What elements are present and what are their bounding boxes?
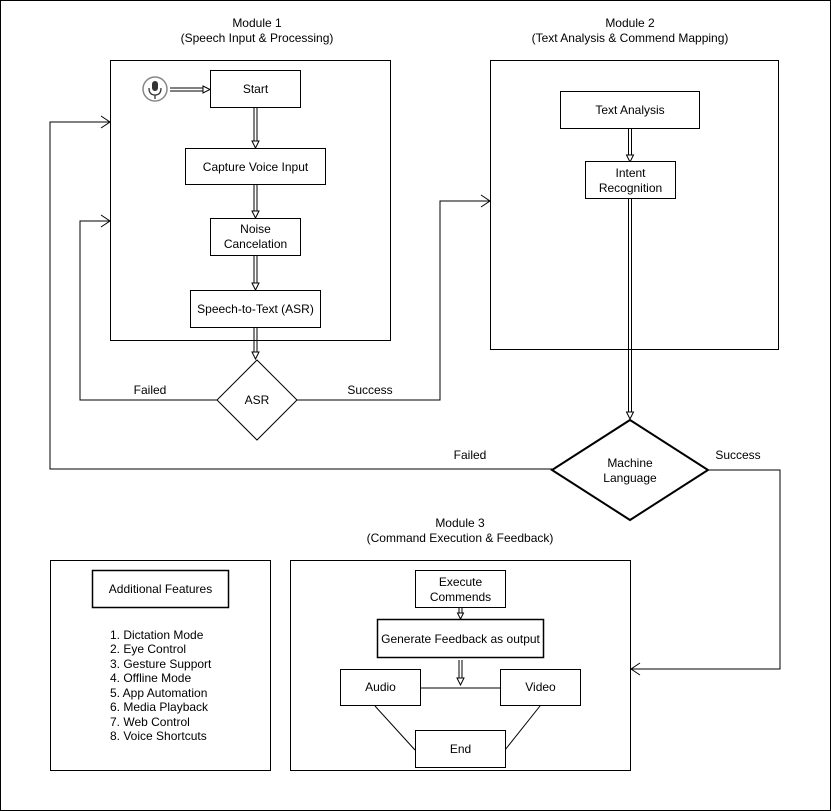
module3-container <box>290 560 631 771</box>
intent-to-machine-arrow <box>625 199 635 421</box>
module2-subtitle: (Text Analysis & Commend Mapping) <box>532 31 729 45</box>
audio-label: Audio <box>365 680 396 694</box>
speech-to-text-label: Speech-to-Text (ASR) <box>197 302 314 316</box>
feature-item: 2. Eye Control <box>110 642 186 656</box>
additional-features-title-box <box>91 569 230 609</box>
capture-voice-node <box>185 148 326 185</box>
module3-subtitle: (Command Execution & Feedback) <box>367 531 554 545</box>
module1-container <box>110 60 391 341</box>
machine-success-label: Success <box>715 448 760 462</box>
feature-item: 7. Web Control <box>110 715 190 729</box>
features-list: 1. Dictation Mode 2. Eye Control 3. Gest… <box>110 628 212 743</box>
video-to-end-line <box>504 705 541 751</box>
feedback-to-output-arrow <box>456 660 465 687</box>
module1-subtitle: (Speech Input & Processing) <box>181 31 334 45</box>
asr-decision-node <box>216 359 298 441</box>
module2-container <box>490 60 779 350</box>
module1-title: Module 1 <box>232 16 282 30</box>
machine-failed-connector <box>49 115 552 470</box>
generate-feedback-node <box>376 618 545 659</box>
noise-to-asr-arrow <box>251 256 260 292</box>
execute-label-line2: Commends <box>430 590 491 604</box>
feature-item: 6. Media Playback <box>110 700 209 714</box>
video-label: Video <box>525 680 556 694</box>
intent-label-line2: Recognition <box>599 181 662 195</box>
end-label: End <box>450 742 471 756</box>
audio-node <box>340 669 421 706</box>
start-label: Start <box>243 82 269 96</box>
asr-decision-label: ASR <box>245 393 270 407</box>
intent-label-line1: Intent <box>615 166 646 180</box>
execute-to-feedback-arrow <box>456 608 465 621</box>
additional-features-title: Additional Features <box>109 582 212 596</box>
asr-box-to-decision-arrow <box>251 328 260 361</box>
end-node <box>415 730 506 768</box>
feature-item: 8. Voice Shortcuts <box>110 729 207 743</box>
analysis-to-intent-arrow <box>625 129 635 164</box>
capture-voice-label: Capture Voice Input <box>203 160 309 174</box>
microphone-icon <box>142 76 168 102</box>
execute-commends-node <box>415 570 506 608</box>
machine-label-line2: Language <box>603 471 657 485</box>
start-to-capture-arrow <box>251 108 260 150</box>
module3-title: Module 3 <box>435 516 485 530</box>
feature-item: 1. Dictation Mode <box>110 628 204 642</box>
capture-to-noise-arrow <box>251 185 260 220</box>
feature-item: 3. Gesture Support <box>110 657 212 671</box>
text-analysis-label: Text Analysis <box>595 103 664 117</box>
text-analysis-node <box>560 91 700 129</box>
asr-success-label: Success <box>347 383 392 397</box>
machine-failed-label: Failed <box>454 448 487 462</box>
feature-item: 5. App Automation <box>110 686 207 700</box>
machine-language-decision-node <box>550 418 710 522</box>
mic-to-start-arrow <box>170 85 212 94</box>
additional-features-panel <box>50 560 271 771</box>
machine-label-line1: Machine <box>607 456 653 470</box>
audio-to-end-line <box>374 705 416 751</box>
start-node <box>210 70 301 108</box>
intent-recognition-node <box>585 161 676 199</box>
asr-failed-label: Failed <box>134 383 167 397</box>
module2-title: Module 2 <box>605 16 655 30</box>
speech-to-text-node <box>190 290 321 328</box>
noise-cancelation-node <box>210 218 301 256</box>
noise-label-line2: Cancelation <box>224 237 287 251</box>
execute-label-line1: Execute <box>439 575 483 589</box>
feature-item: 4. Offline Mode <box>110 671 191 685</box>
generate-feedback-label: Generate Feedback as output <box>381 632 540 646</box>
asr-failed-connector <box>79 214 217 401</box>
video-node <box>500 669 581 706</box>
noise-label-line1: Noise <box>240 222 271 236</box>
